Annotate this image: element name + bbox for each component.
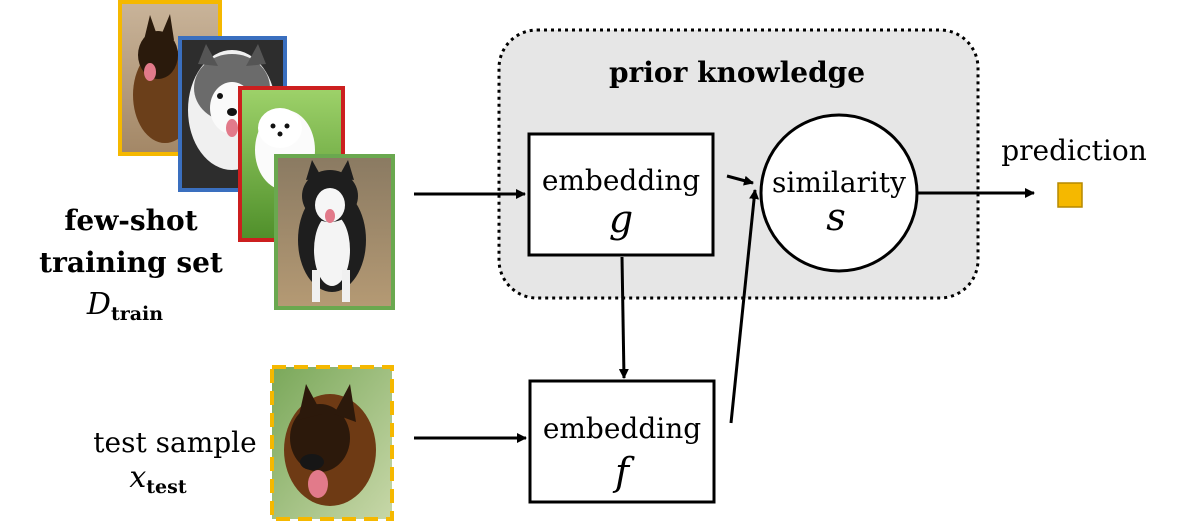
prior-knowledge-title: prior knowledge bbox=[609, 56, 865, 89]
embedding-g-label: embedding bbox=[542, 164, 700, 197]
arrow-embedding-g-to-embedding-f bbox=[618, 256, 629, 379]
test-sample-symbol: xtest bbox=[129, 460, 186, 498]
embedding-f-box bbox=[528, 379, 716, 504]
training-set-title-line2: training set bbox=[39, 246, 223, 279]
prediction-label: prediction bbox=[1001, 134, 1147, 167]
test-sample-label: test sample bbox=[93, 426, 256, 459]
test-image-german-shepherd bbox=[270, 365, 394, 521]
training-set-title-line1: few-shot bbox=[64, 204, 197, 237]
embedding-g-box bbox=[527, 132, 715, 257]
arrow-embedding-g-to-similarity bbox=[726, 174, 754, 186]
prediction-marker bbox=[1057, 182, 1083, 208]
arrow-embedding-f-to-similarity bbox=[729, 189, 760, 424]
similarity-circle bbox=[759, 113, 919, 273]
training-set-symbol: Dtrain bbox=[86, 287, 163, 325]
embedding-f-label: embedding bbox=[543, 412, 701, 445]
training-image-malamute bbox=[274, 154, 395, 310]
similarity-symbol: s bbox=[826, 195, 846, 239]
embedding-g-symbol: g bbox=[609, 197, 633, 241]
similarity-label: similarity bbox=[772, 166, 906, 199]
